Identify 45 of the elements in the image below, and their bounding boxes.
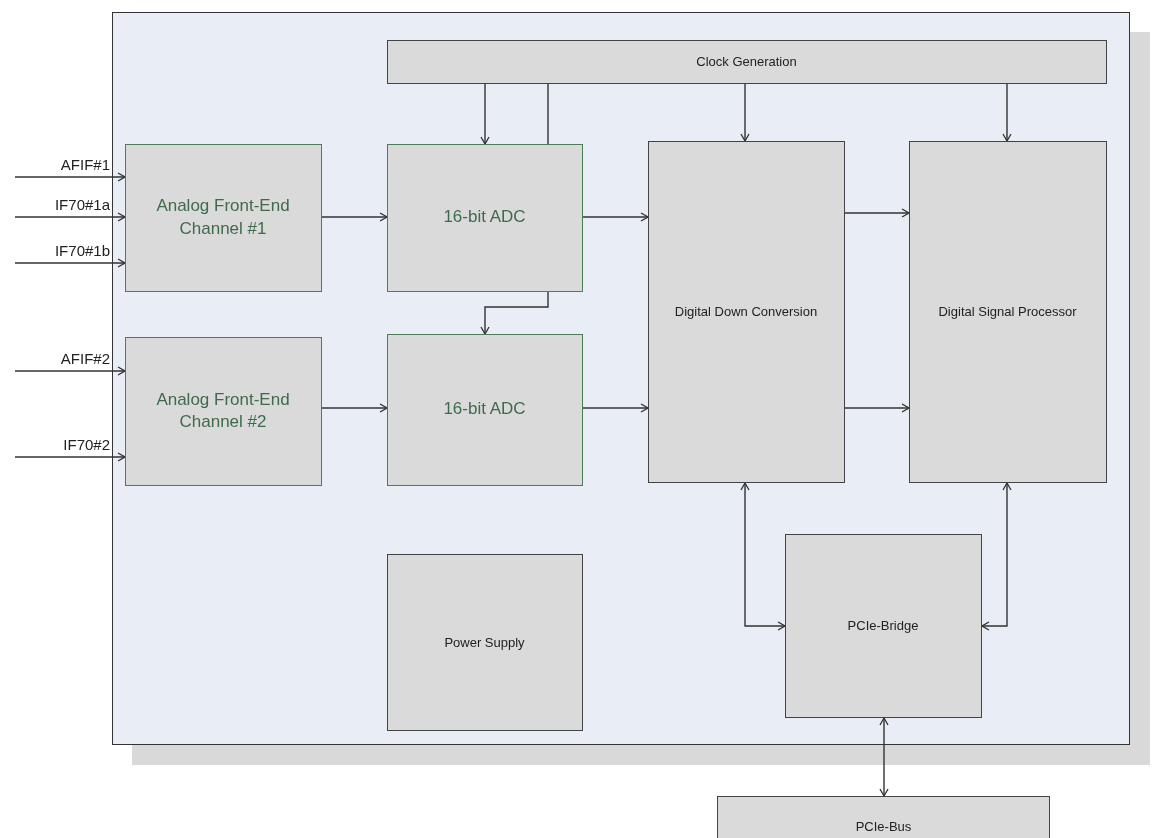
- arrow: [14, 452, 126, 462]
- arrow: [14, 258, 126, 268]
- arrow: [14, 172, 126, 182]
- block-label: Power Supply: [443, 633, 526, 652]
- connector-line: [547, 83, 549, 145]
- block-box: [908, 140, 1107, 483]
- block-label: Analog Front-End Channel #1: [155, 195, 291, 240]
- arrow: [321, 403, 388, 413]
- block-box: [784, 533, 982, 718]
- arrow: [740, 482, 786, 631]
- signal-label: AFIF#2: [60, 350, 110, 367]
- signal-label: IF70#2: [63, 436, 110, 453]
- arrow: [582, 403, 649, 413]
- arrow: [321, 212, 388, 222]
- arrow: [480, 291, 549, 335]
- arrow: [844, 403, 910, 413]
- block-box: [717, 796, 1050, 838]
- board-outline: [112, 12, 1130, 745]
- arrow: [740, 83, 750, 142]
- signal-label: IF70#1a: [54, 196, 110, 213]
- block-box: [124, 143, 322, 292]
- block-label: Digital Signal Processor: [937, 303, 1078, 321]
- block-box: [386, 333, 583, 486]
- block-label: Digital Down Conversion: [673, 303, 819, 321]
- arrow: [14, 366, 126, 376]
- arrow: [981, 482, 1012, 631]
- arrow: [879, 717, 889, 797]
- block-box: [386, 39, 1107, 84]
- signal-label: AFIF#1: [60, 156, 110, 173]
- arrow: [582, 212, 649, 222]
- block-box: [386, 553, 583, 731]
- block-label: 16-bit ADC: [442, 206, 527, 229]
- signal-label: IF70#1b: [54, 242, 110, 259]
- block-box: [124, 336, 322, 486]
- block-box: [647, 140, 845, 483]
- arrow: [14, 212, 126, 222]
- arrow: [1002, 83, 1012, 142]
- block-box: [386, 143, 583, 292]
- arrow: [844, 208, 910, 218]
- block-label: Analog Front-End Channel #2: [155, 388, 291, 433]
- block-label: PCIe-Bridge: [846, 617, 920, 635]
- block-label: Clock Generation: [695, 53, 798, 71]
- block-label: PCIe-Bus: [854, 817, 913, 836]
- block-label: 16-bit ADC: [442, 398, 527, 421]
- arrow: [480, 83, 490, 145]
